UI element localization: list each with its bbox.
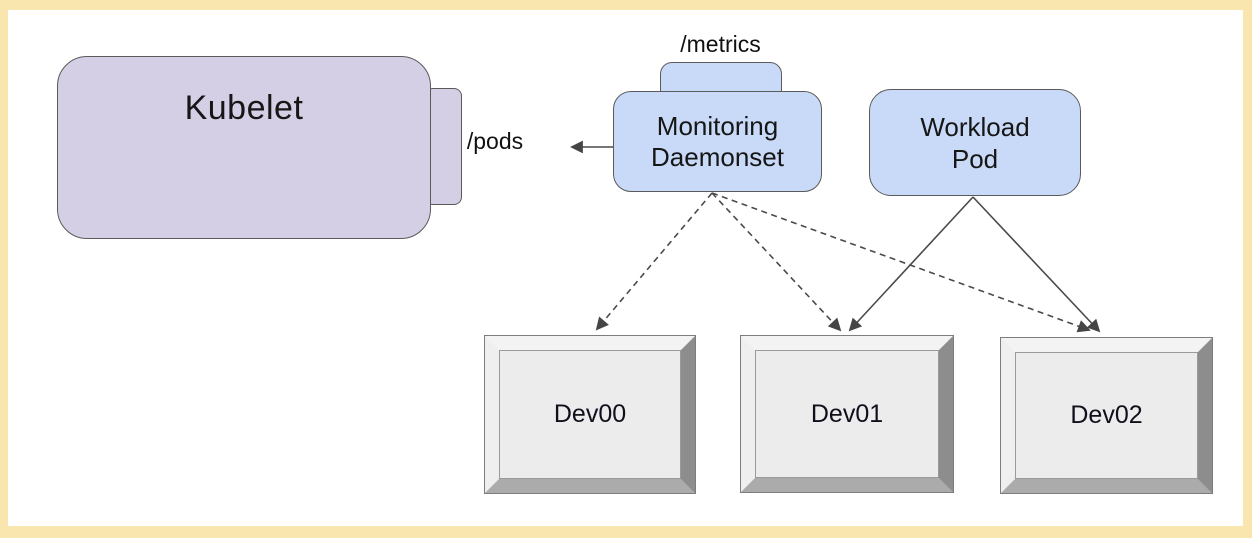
node-kubelet-label: Kubelet: [184, 89, 304, 127]
page-frame-bottom: [0, 526, 1252, 538]
pods-endpoint-label: /pods: [466, 128, 524, 154]
node-workload-pod-label-line2: Pod: [951, 143, 999, 174]
device-panel: Dev00: [499, 350, 681, 479]
node-device-dev00-label: Dev00: [553, 400, 627, 428]
node-workload-pod-label-line1: Workload: [920, 111, 1030, 142]
device-panel: Dev01: [755, 350, 939, 478]
node-monitoring-daemonset-label-line1: Monitoring: [656, 110, 779, 141]
node-device-dev00: Dev00: [484, 335, 696, 494]
metrics-endpoint-label: /metrics: [680, 31, 761, 57]
edge-monitoring-to-dev01: [711, 192, 842, 332]
page-frame-top: [0, 0, 1252, 10]
edge-workload-to-dev02: [972, 196, 1101, 333]
edge-workload-to-dev01: [848, 196, 974, 332]
node-device-dev02: Dev02: [1000, 337, 1213, 494]
node-kubelet: Kubelet: [57, 56, 431, 239]
edge-monitoring-to-dev02: [711, 192, 1091, 333]
node-monitoring-daemonset: Monitoring Daemonset: [613, 91, 822, 192]
edge-monitoring-to-dev00: [595, 192, 713, 331]
device-panel: Dev02: [1015, 352, 1198, 479]
node-workload-pod: Workload Pod: [869, 89, 1081, 196]
node-device-dev01-label: Dev01: [810, 399, 884, 428]
page-frame-right: [1243, 0, 1252, 538]
node-device-dev02-label: Dev02: [1070, 401, 1143, 429]
node-monitoring-daemonset-label-line2: Daemonset: [651, 141, 784, 172]
node-device-dev01: Dev01: [740, 335, 954, 493]
page-frame-left: [0, 0, 8, 538]
